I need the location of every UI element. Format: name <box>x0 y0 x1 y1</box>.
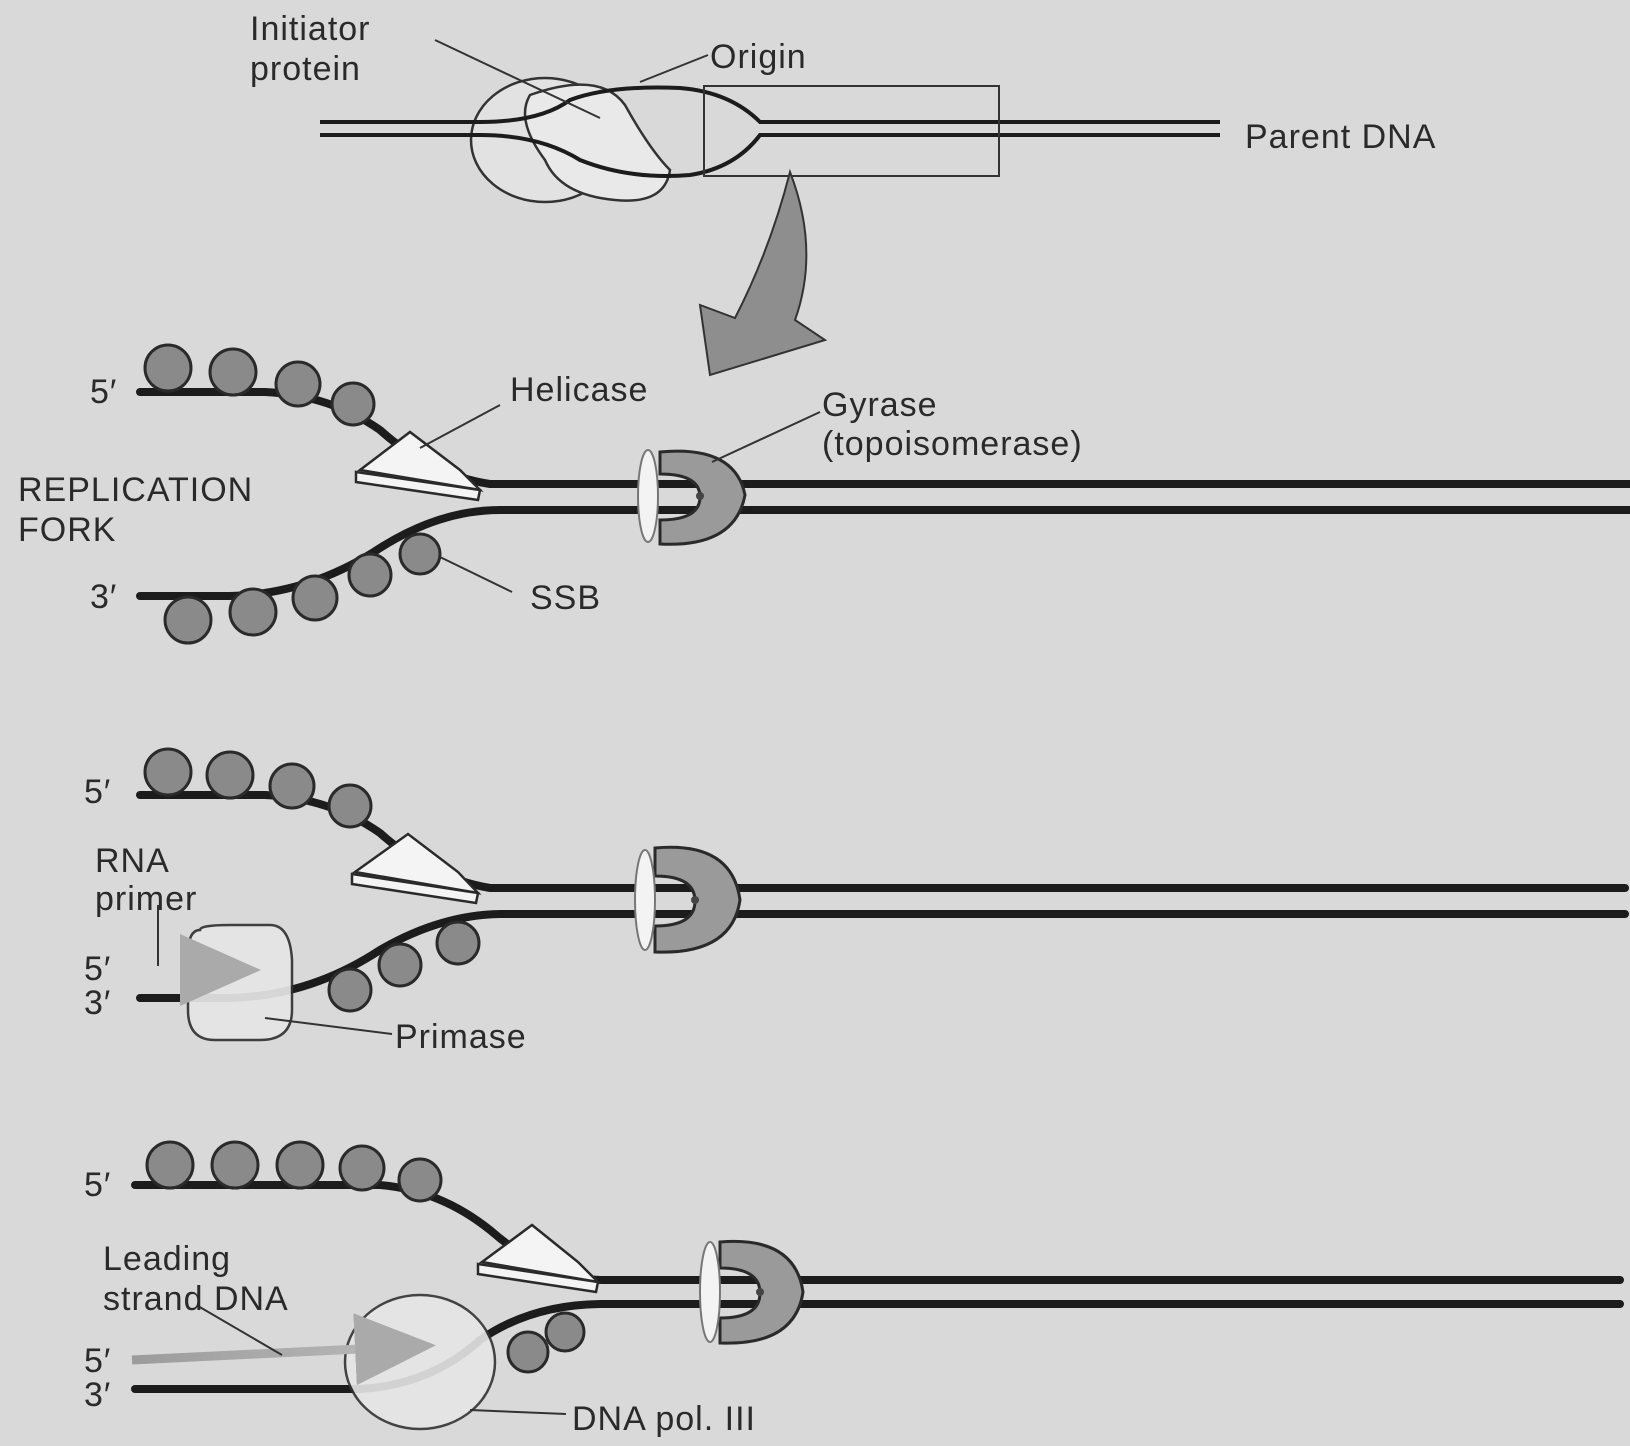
ssb-protein <box>437 922 479 964</box>
ssb-protein <box>210 349 256 395</box>
zoom-arrow <box>700 172 825 375</box>
ssb-protein <box>379 944 421 986</box>
gyrase-shape <box>635 847 740 952</box>
parent-dna-left <box>320 88 1220 123</box>
ssb-protein <box>145 749 191 795</box>
ssb-leader <box>440 557 512 592</box>
ssb-protein <box>165 597 211 643</box>
five-prime-label: 5′ <box>90 373 117 411</box>
dna-polymerase-panel: 5′ Leading strand DNA 5′ 3′ DNA pol. III <box>84 1142 1620 1438</box>
helicase-leader <box>420 405 500 448</box>
ssb-protein <box>332 383 374 425</box>
gyrase-leader <box>712 412 820 462</box>
ssb-protein <box>145 345 191 391</box>
three-prime-label: 3′ <box>90 578 117 616</box>
five-prime-label: 5′ <box>84 773 111 811</box>
rna-primer-label-1: RNA <box>95 842 170 880</box>
parent-dna-bottom <box>320 135 1220 176</box>
ssb-protein <box>329 785 371 827</box>
initiator-protein-label-2: protein <box>250 50 361 88</box>
five-prime-label: 5′ <box>84 1342 111 1380</box>
ssb-protein <box>508 1332 548 1372</box>
origin-label: Origin <box>710 38 807 76</box>
primase-label: Primase <box>395 1018 527 1056</box>
replication-fork-label-2: FORK <box>18 511 116 549</box>
three-prime-label: 3′ <box>84 984 111 1022</box>
origin-zoom-box <box>704 86 999 176</box>
leading-strand-label-1: Leading <box>103 1240 231 1278</box>
helicase-label: Helicase <box>510 371 648 409</box>
replication-fork-panel: 5′ 3′ Helicase Gyrase (topoisomerase) RE… <box>18 345 1630 643</box>
ssb-protein <box>399 1159 441 1201</box>
helicase-shape <box>352 834 478 903</box>
rna-primer-label-2: primer <box>95 880 197 918</box>
ssb-protein <box>400 534 440 574</box>
replication-fork-label-1: REPLICATION <box>18 471 253 509</box>
ssb-protein <box>293 576 337 620</box>
primase-shape <box>188 925 292 1040</box>
origin-panel: Initiator protein Origin Parent DNA <box>250 10 1436 375</box>
origin-leader <box>640 55 708 82</box>
primase-panel: 5′ RNA primer 5′ 3′ Primase <box>84 749 1625 1056</box>
ssb-protein <box>230 589 276 635</box>
ssb-protein <box>340 1146 384 1190</box>
parent-dna-label: Parent DNA <box>1245 118 1436 156</box>
dna-pol-shape <box>345 1295 495 1429</box>
three-prime-label: 3′ <box>84 1376 111 1414</box>
gyrase-label-1: Gyrase <box>822 386 938 424</box>
ssb-protein <box>276 362 320 406</box>
ssb-protein <box>277 1142 323 1188</box>
fork3-top-strand <box>135 1185 1620 1280</box>
five-prime-label: 5′ <box>84 1166 111 1204</box>
dna-pol-leader <box>470 1410 566 1414</box>
ssb-protein <box>329 969 371 1011</box>
helicase-shape <box>356 432 480 500</box>
ssb-protein <box>212 1142 258 1188</box>
gyrase-label-2: (topoisomerase) <box>822 425 1083 463</box>
five-prime-label: 5′ <box>84 950 111 988</box>
gyrase-shape <box>638 450 745 544</box>
ssb-protein <box>546 1313 584 1351</box>
ssb-protein <box>270 764 314 808</box>
initiator-protein-label-1: Initiator <box>250 10 371 48</box>
dna-pol-label: DNA pol. III <box>572 1400 756 1438</box>
ssb-protein <box>147 1142 193 1188</box>
leading-strand-label-2: strand DNA <box>103 1280 289 1318</box>
gyrase-shape <box>700 1241 803 1343</box>
ssb-protein <box>349 554 391 596</box>
ssb-label: SSB <box>530 579 601 617</box>
ssb-protein <box>207 752 253 798</box>
